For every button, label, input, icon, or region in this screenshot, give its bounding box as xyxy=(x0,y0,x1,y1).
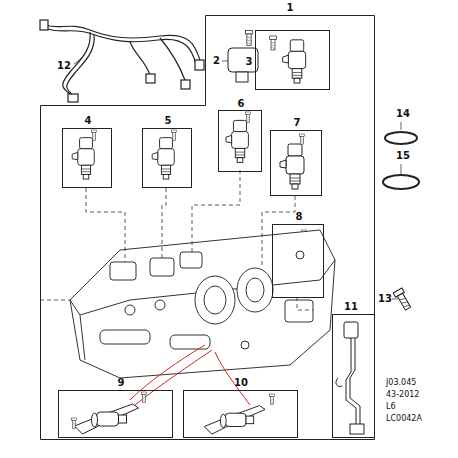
drawing-code: L6 xyxy=(386,402,396,412)
callout-number: 9 xyxy=(118,377,125,389)
bolt xyxy=(300,134,305,145)
bolt xyxy=(270,394,275,405)
drawing-code: 43-2012 xyxy=(386,390,419,400)
wiring-harness xyxy=(40,20,204,102)
callout-number: 8 xyxy=(296,211,303,223)
callout-number: 14 xyxy=(396,108,410,120)
callout-number: 3 xyxy=(246,56,253,68)
callout-number: 12 xyxy=(57,60,71,72)
callout-box: 8 xyxy=(272,224,324,298)
callout-number: 5 xyxy=(165,115,172,127)
callout-number: 6 xyxy=(238,98,245,110)
bolt-13 xyxy=(393,288,412,311)
callout-box: 7 xyxy=(270,130,322,196)
callout-number: 4 xyxy=(85,115,92,127)
solenoid-7 xyxy=(280,144,304,189)
solenoid-5 xyxy=(152,138,174,179)
solenoid-9 xyxy=(75,404,139,434)
box-outline xyxy=(41,16,375,440)
callout-number: 13 xyxy=(378,293,392,305)
bolt xyxy=(92,130,97,141)
callout-box: 3 xyxy=(255,30,330,90)
callout-box: 4 xyxy=(62,128,112,188)
drawing-code: LC0042A xyxy=(386,414,422,424)
bolt xyxy=(246,112,251,123)
o-ring xyxy=(383,122,419,189)
pressure-sensor xyxy=(222,30,258,82)
leader-line xyxy=(392,299,398,300)
callout-box: 10 xyxy=(183,390,298,438)
callout-box: 134567891011 xyxy=(40,15,375,440)
callout-box: 5 xyxy=(142,128,192,188)
valve-body xyxy=(70,230,335,378)
callout-number: 15 xyxy=(396,150,410,162)
callout-number: 10 xyxy=(234,377,248,389)
bolt xyxy=(172,130,177,141)
callout-number: 1 xyxy=(287,2,294,14)
box-outline xyxy=(40,15,375,440)
solenoid-4 xyxy=(72,138,94,179)
sensor-11 xyxy=(336,322,364,434)
solenoid-10 xyxy=(204,406,265,435)
callout-number: 7 xyxy=(294,117,301,129)
fitting-line-red xyxy=(130,345,250,405)
callout-number: 11 xyxy=(344,301,358,313)
callout-box: 11 xyxy=(332,314,375,438)
callout-box: 9 xyxy=(58,390,173,438)
bolt xyxy=(72,418,77,429)
solenoid-3 xyxy=(270,36,306,83)
bolt xyxy=(142,392,147,403)
solenoid-6 xyxy=(226,120,248,162)
callout-box: 6 xyxy=(218,110,262,172)
callout-number: 2 xyxy=(213,55,220,67)
drawing-code: J03.045 xyxy=(386,378,416,388)
